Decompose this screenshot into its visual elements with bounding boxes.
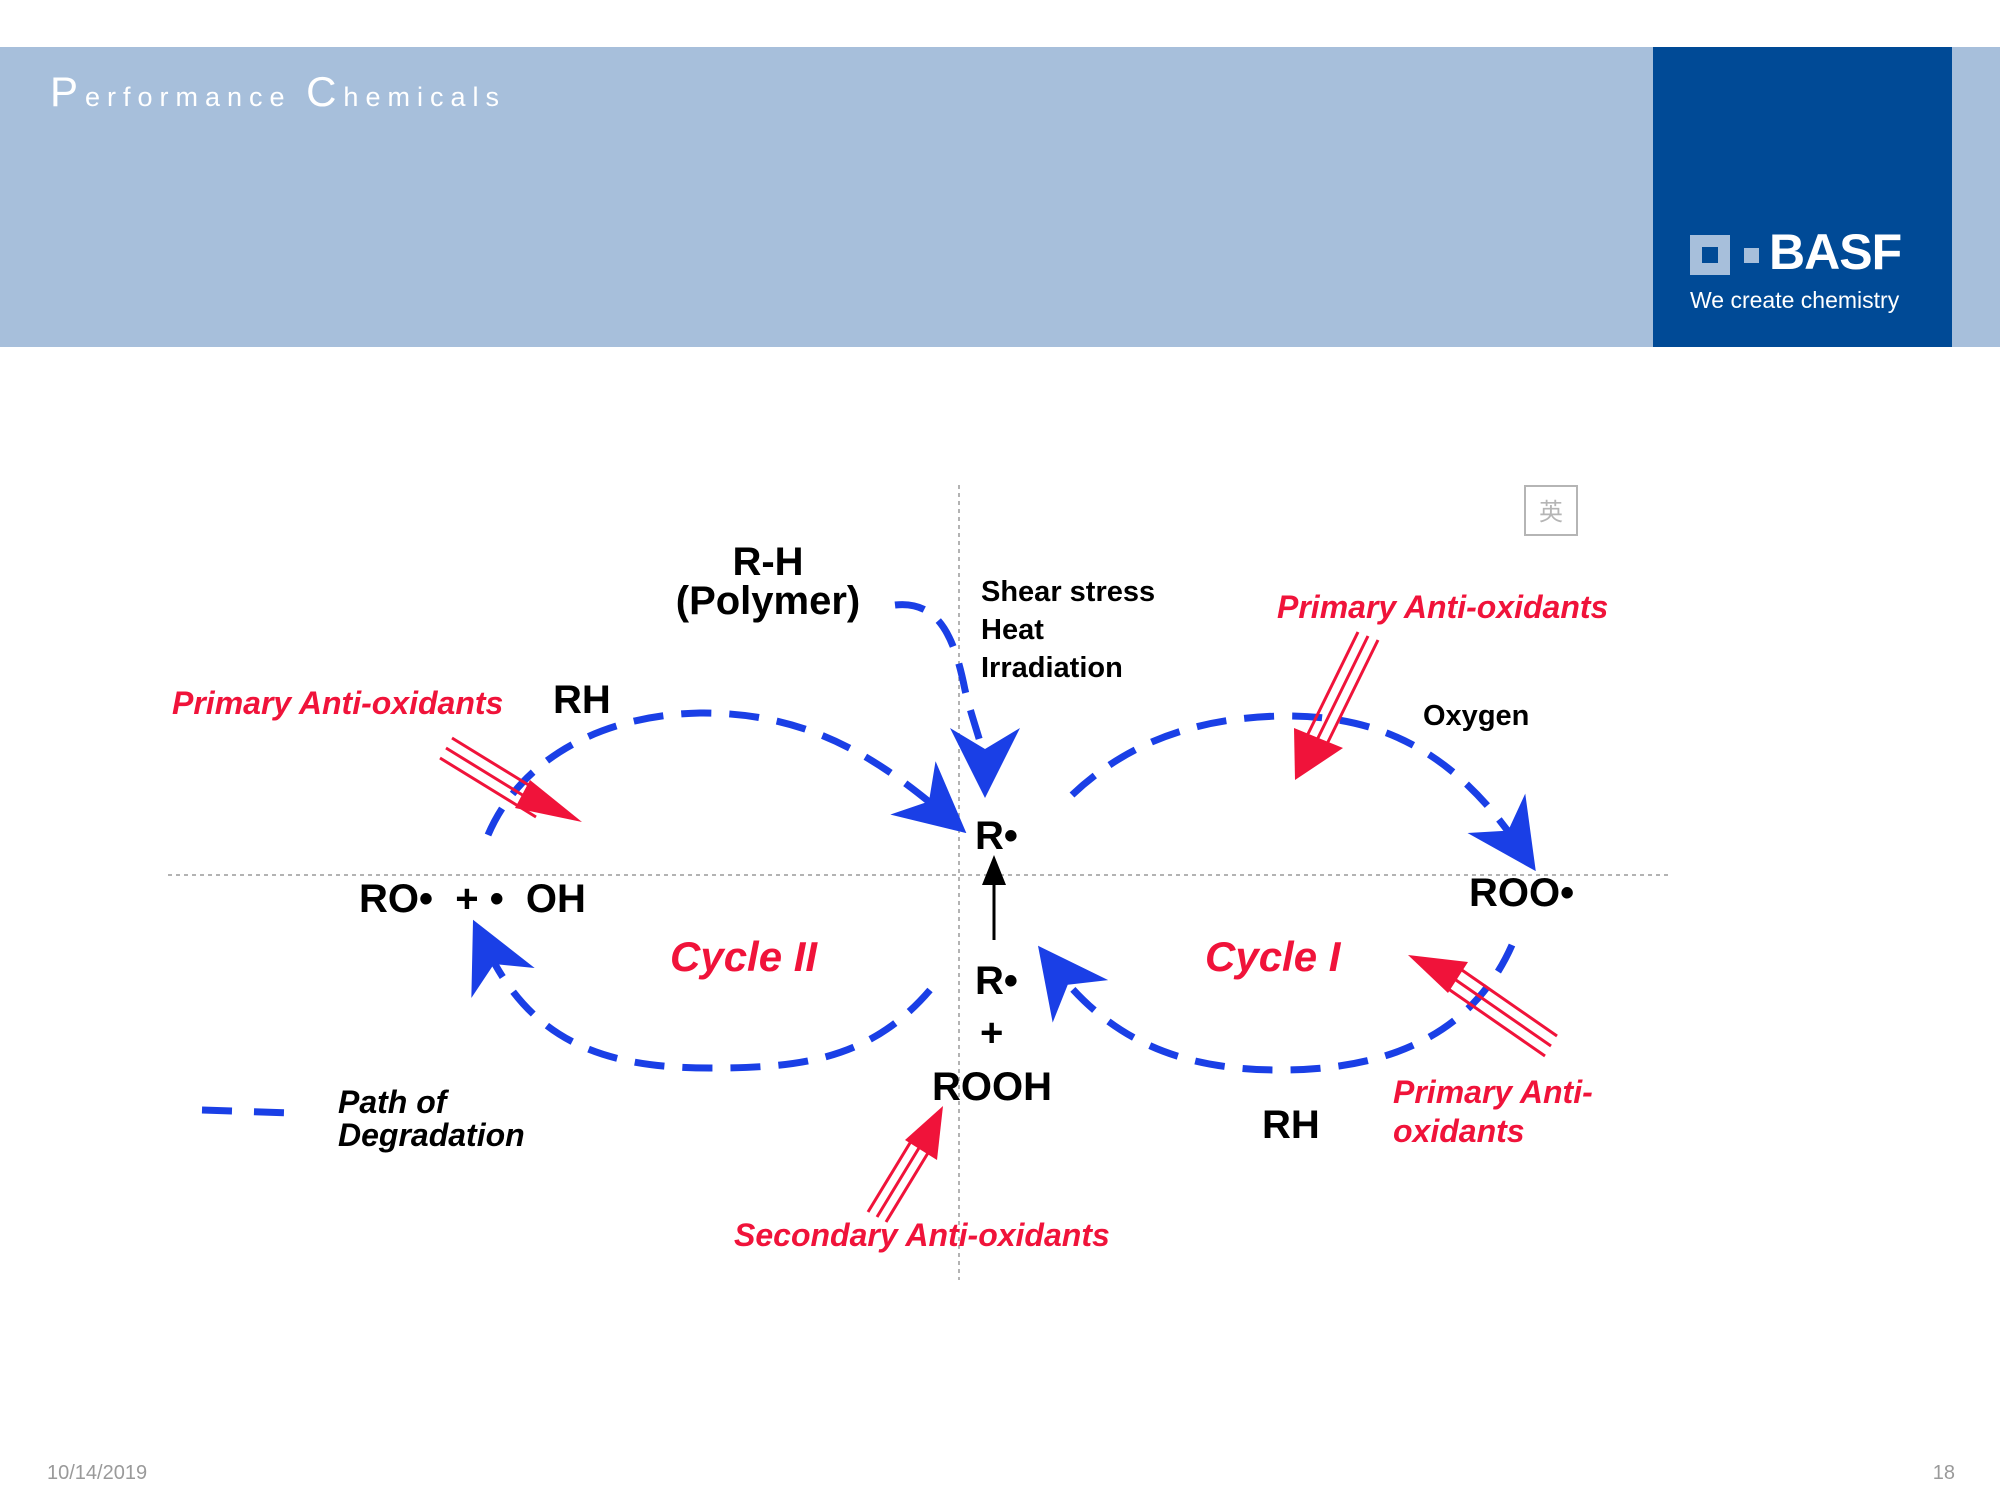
logo-wordmark: BASF [1769,224,1902,280]
logo-tagline: We create chemistry [1690,287,1900,313]
legend-label-line1: Path of [338,1084,450,1120]
primary-antioxidants-bottom-right-line1: Primary Anti- [1393,1074,1593,1110]
arrow-primary-top-right [1294,631,1380,780]
arrow-primary-bottom-right [1408,955,1558,1058]
logo-square-icon [1690,235,1730,275]
basf-logo: BASF We create chemistry [1653,47,1952,347]
title-rest-2: hemicals [343,82,506,112]
rh-left-label: RH [553,678,611,722]
peroxy-radical-label: ROO• [1469,871,1574,915]
path-cycle1-bottom [1037,943,1516,1074]
translate-icon-frame[interactable] [1524,485,1578,536]
rooh-label: ROOH [932,1065,1052,1109]
path-polymer-to-radical [894,601,1020,798]
page-number: 18 [1932,1462,1955,1484]
legend-dash-icon [201,1106,293,1117]
path-cycle2-bottom [471,919,933,1072]
primary-antioxidants-top-right: Primary Anti-oxidants [1277,589,1608,625]
antioxidant-arrows [439,631,1558,1223]
initiator-shear-stress: Shear stress [981,576,1155,608]
radical-bottom-label: R• [975,959,1018,1003]
radical-top-label: R• [975,814,1018,858]
page-title: Performance Chemicals [50,68,506,116]
alkoxy-products-label: RO• + • OH [359,877,586,921]
initiator-heat: Heat [981,614,1044,646]
title-cap-2: C [306,68,344,115]
arrow-primary-top-left [439,736,582,822]
oxygen-label: Oxygen [1423,700,1529,732]
polymer-label-line2: (Polymer) [676,579,861,623]
initiator-irradiation: Irradiation [981,652,1123,684]
title-rest-1: erformance [85,82,307,112]
rh-right-label: RH [1262,1103,1320,1147]
primary-antioxidants-bottom-right-line2: oxidants [1393,1113,1525,1149]
secondary-antioxidants-label: Secondary Anti-oxidants [734,1217,1110,1253]
cycle-1-label: Cycle I [1205,933,1342,980]
legend-label-line2: Degradation [338,1117,525,1153]
logo-dot-icon [1744,248,1759,263]
footer-date: 10/14/2019 [47,1462,148,1484]
path-cycle1-top [1069,712,1536,872]
title-cap-1: P [50,68,86,115]
logo-square-inner [1702,247,1718,263]
plus-label: + [980,1011,1003,1055]
primary-antioxidants-top-left: Primary Anti-oxidants [172,685,503,721]
translate-icon[interactable]: 英 [1539,499,1563,526]
arrow-secondary [866,1106,943,1223]
degradation-paths [471,601,1536,1074]
path-cycle2-top [484,709,967,837]
polymer-label-line1: R-H [732,540,803,584]
cycle-2-label: Cycle II [670,933,818,980]
